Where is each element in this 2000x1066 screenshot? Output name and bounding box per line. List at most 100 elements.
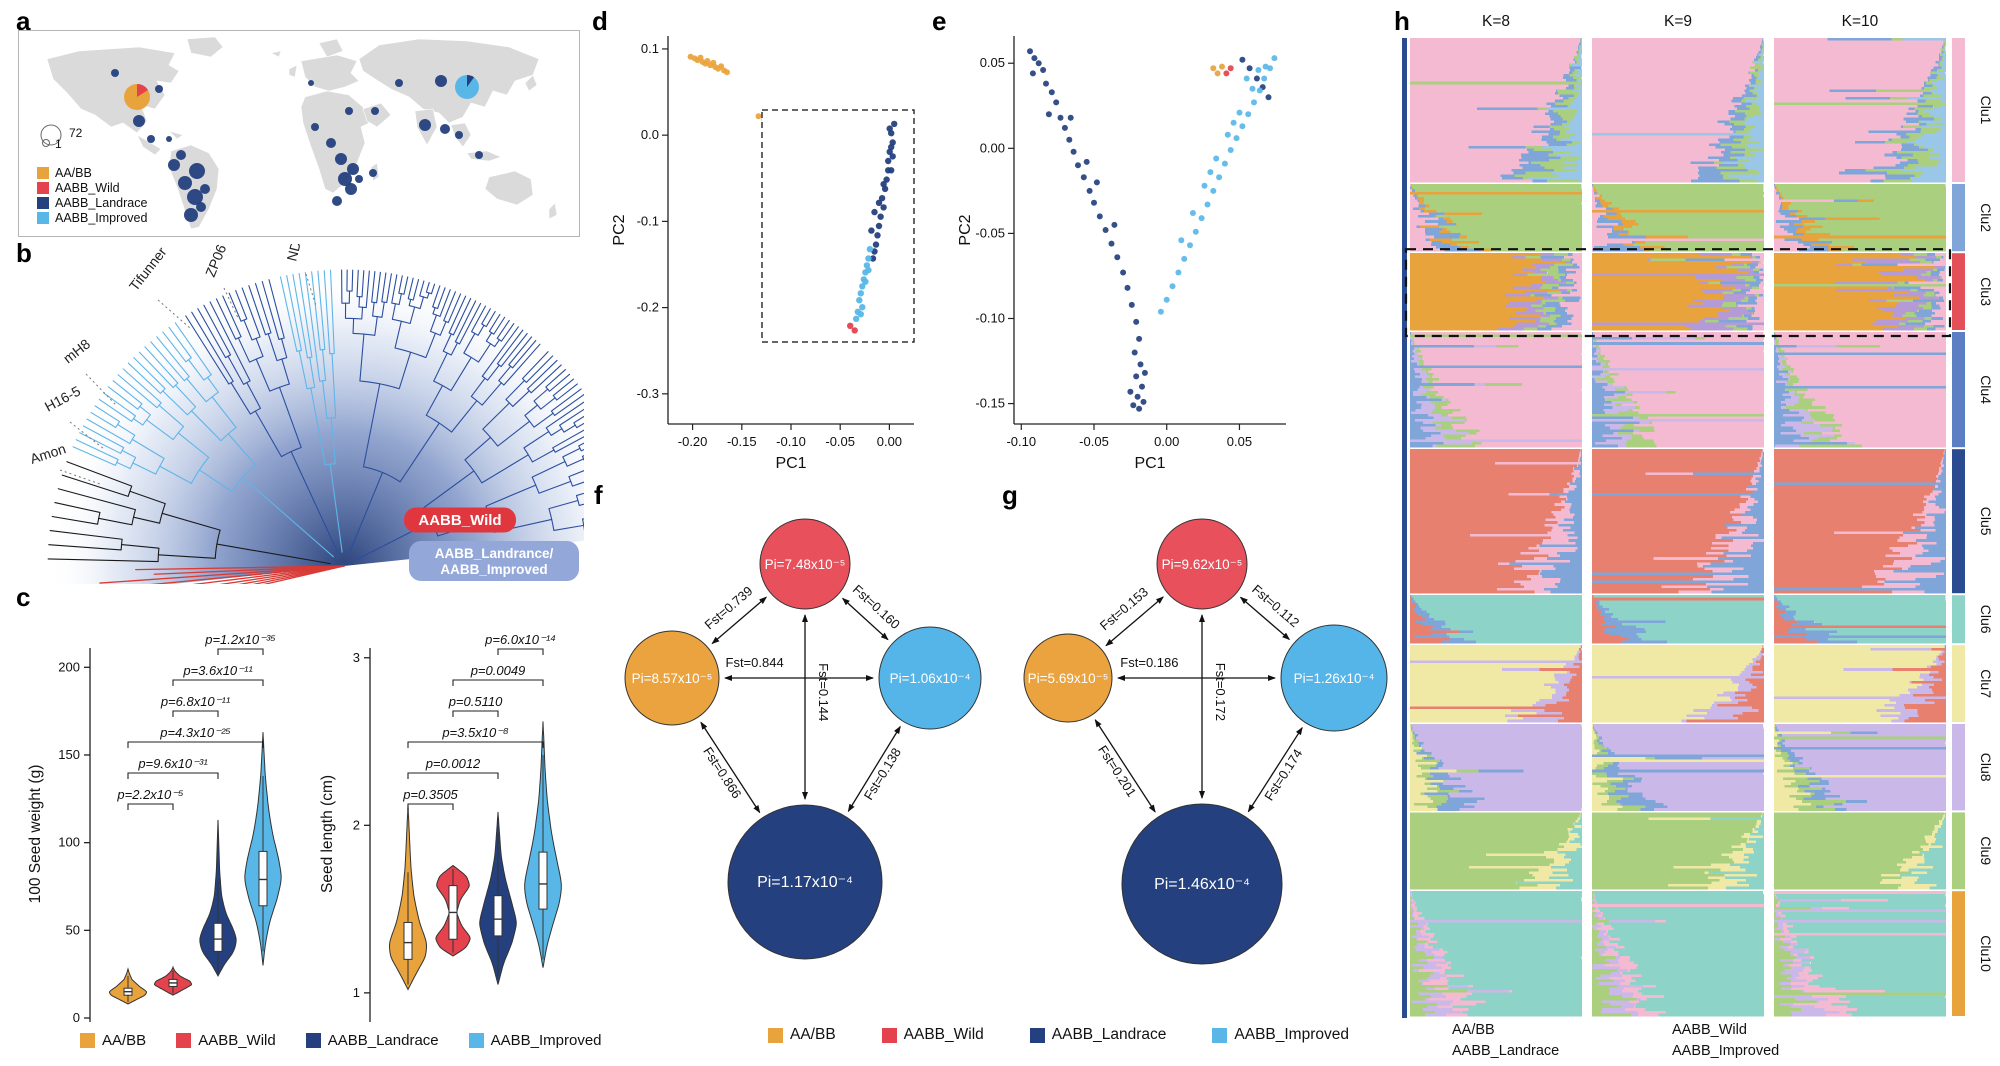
admixture-row xyxy=(1774,380,1777,384)
admixture-row xyxy=(1592,385,1603,389)
scatter-point xyxy=(1214,70,1221,77)
admixture-row xyxy=(1592,332,1593,335)
admixture-row xyxy=(1774,176,1886,180)
admixture-row xyxy=(1884,704,1904,708)
admixture-row xyxy=(1774,660,1934,664)
admixture-row xyxy=(1561,711,1582,715)
admixture-row xyxy=(1576,652,1580,656)
admixture-row xyxy=(1774,286,1889,290)
admixture-row xyxy=(1939,822,1943,826)
admixture-row xyxy=(1761,464,1764,468)
tree-branch xyxy=(255,358,271,392)
admixture-row xyxy=(1747,146,1764,149)
tree-branch xyxy=(190,410,222,442)
admixture-row xyxy=(1788,207,1946,211)
admixture-row xyxy=(1552,693,1566,697)
admixture-row xyxy=(1774,283,1946,287)
admixture-row xyxy=(1625,787,1628,791)
admixture-row xyxy=(1787,230,1797,234)
admixture-row xyxy=(1774,706,1895,710)
admixture-row xyxy=(1592,711,1707,715)
admixture-row xyxy=(1592,362,1601,366)
admixture-row xyxy=(1592,503,1740,507)
admixture-row xyxy=(1795,956,1811,960)
admixture-row xyxy=(1774,487,1934,491)
x-tick-label: -0.05 xyxy=(1079,434,1109,449)
admixture-row xyxy=(1410,774,1417,778)
admixture-row xyxy=(1410,554,1549,558)
admixture-row xyxy=(1774,744,1778,748)
admixture-row xyxy=(1852,258,1910,262)
tree-branch xyxy=(329,269,335,355)
admixture-row xyxy=(1554,861,1569,864)
admixture-row xyxy=(1807,215,1946,218)
admixture-row xyxy=(1870,647,1932,651)
x-tick-label: 0.00 xyxy=(1154,434,1179,449)
admixture-row xyxy=(1411,597,1414,601)
admixture-row xyxy=(1780,196,1784,200)
admixture-row xyxy=(1735,301,1758,305)
admixture-row xyxy=(1897,886,1930,890)
admixture-row xyxy=(1646,630,1764,634)
admixture-row xyxy=(1624,1008,1646,1012)
admixture-row xyxy=(1411,724,1582,727)
admixture-row xyxy=(1592,174,1700,178)
admixture-row xyxy=(1918,120,1921,124)
admixture-row xyxy=(1829,89,1877,93)
admixture-row xyxy=(1592,357,1598,361)
admixture-row xyxy=(1796,620,1815,624)
admixture-row xyxy=(1552,871,1582,875)
admixture-row xyxy=(1568,688,1582,692)
admixture-row xyxy=(1774,754,1775,758)
admixture-row xyxy=(1641,987,1764,991)
admixture-row xyxy=(1449,635,1582,639)
admixture-row xyxy=(1592,1008,1603,1012)
admixture-row xyxy=(1658,1013,1764,1017)
admixture-row xyxy=(1924,81,1926,85)
tree-branch xyxy=(403,276,409,295)
admixture-row xyxy=(1903,531,1946,535)
admixture-row xyxy=(1810,802,1834,806)
admixture-row xyxy=(1885,577,1916,581)
admixture-row xyxy=(1728,544,1751,548)
admixture-row xyxy=(1592,663,1749,667)
admixture-row xyxy=(1675,390,1764,394)
tree-branch xyxy=(505,379,525,401)
admixture-row xyxy=(1919,260,1932,264)
admixture-row xyxy=(1443,217,1451,221)
admixture-row xyxy=(1774,383,1786,387)
admixture-row xyxy=(1581,812,1582,816)
admixture-row xyxy=(1732,516,1754,520)
admixture-row xyxy=(1592,396,1605,399)
admixture-row xyxy=(1410,992,1419,996)
tree-branch xyxy=(192,565,345,584)
admixture-row xyxy=(1579,469,1582,473)
admixture-row xyxy=(1592,899,1595,902)
admixture-row xyxy=(1439,225,1582,229)
admixture-row xyxy=(1790,365,1946,369)
admixture-row xyxy=(1472,984,1582,988)
p-value: p=3.5x10⁻⁸ xyxy=(441,725,509,740)
tree-arc xyxy=(489,330,495,335)
admixture-row xyxy=(1922,853,1925,857)
admixture-row xyxy=(1410,442,1444,446)
admixture-row xyxy=(1779,207,1782,211)
admixture-row xyxy=(1592,719,1682,723)
p-value: p=0.3505 xyxy=(402,787,458,802)
admixture-row xyxy=(1831,1003,1946,1006)
admixture-row xyxy=(1451,966,1582,970)
admixture-row xyxy=(1784,355,1946,358)
admixture-row xyxy=(1734,110,1761,113)
admixture-row xyxy=(1410,570,1540,574)
admixture-row xyxy=(1792,233,1804,237)
admixture-row xyxy=(1607,932,1764,936)
admixture-row xyxy=(1633,416,1640,420)
admixture-row xyxy=(1429,979,1449,983)
admixture-row xyxy=(1579,835,1582,839)
clade-badge xyxy=(404,507,516,533)
admixture-row xyxy=(1592,567,1705,571)
admixture-row xyxy=(1567,306,1582,310)
admixture-row xyxy=(1775,332,1946,335)
admixture-row xyxy=(1774,235,1946,239)
